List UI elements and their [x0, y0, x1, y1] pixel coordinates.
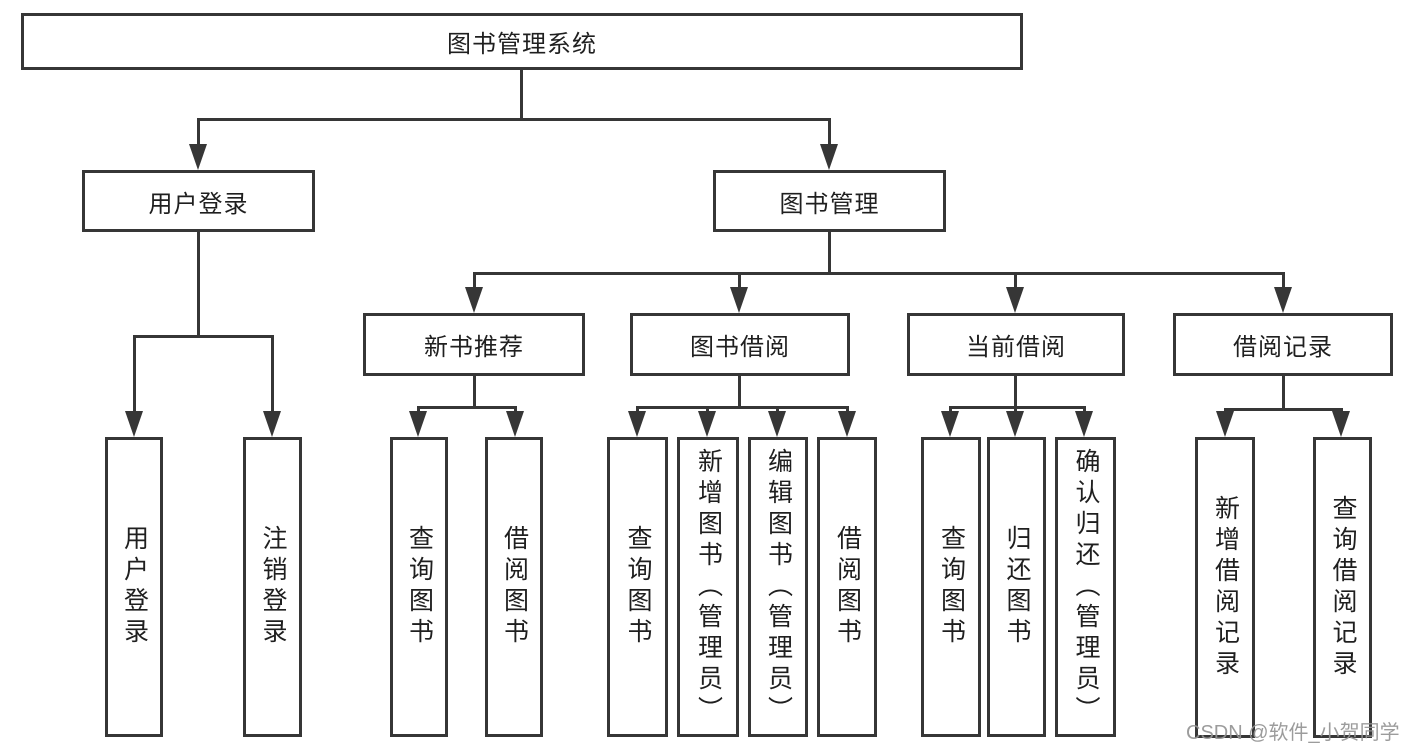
arrow-down-icon [1274, 287, 1292, 313]
connector-new-book-rec-bar [417, 406, 517, 409]
arrow-down-icon [838, 411, 856, 437]
node-book-borrow-label: 图书借阅 [690, 334, 790, 361]
connector-new-book-rec-trunk [473, 376, 476, 406]
node-user-login: 用户登录 [82, 170, 315, 232]
leaf-user-login-label: 用户登录 [120, 525, 149, 649]
connector-drop [706, 406, 709, 414]
arrow-down-icon [506, 411, 524, 437]
leaf-query-book-1-label: 查询图书 [405, 525, 434, 649]
leaf-return-book: 归还图书 [987, 437, 1046, 737]
leaf-logout: 注销登录 [243, 437, 302, 737]
connector-drop [636, 406, 639, 414]
connector-drop [776, 406, 779, 414]
node-root: 图书管理系统 [21, 13, 1023, 70]
node-borrow-records: 借阅记录 [1173, 313, 1393, 376]
connector-current-borrow-trunk [1014, 376, 1017, 406]
node-borrow-records-label: 借阅记录 [1233, 334, 1333, 361]
connector-root-trunk [520, 69, 523, 119]
connector-drop-leaf-login [133, 335, 136, 413]
leaf-borrow-book-1-label: 借阅图书 [500, 525, 529, 649]
connector-drop-book-borrow [738, 272, 741, 290]
node-user-login-label: 用户登录 [148, 190, 249, 218]
arrow-down-icon [1332, 411, 1350, 437]
node-new-book-rec-label: 新书推荐 [424, 334, 524, 361]
node-book-borrow: 图书借阅 [630, 313, 850, 376]
node-book-mgmt-label: 图书管理 [779, 190, 880, 218]
leaf-confirm-return: 确认归还（管理员） [1055, 437, 1116, 737]
arrow-down-icon [1006, 287, 1024, 313]
leaf-add-book: 新增图书（管理员） [677, 437, 739, 737]
arrow-down-icon [189, 144, 207, 170]
connector-user-login-trunk [197, 232, 200, 335]
leaf-user-login: 用户登录 [105, 437, 163, 737]
arrow-down-icon [628, 411, 646, 437]
arrow-down-icon [465, 287, 483, 313]
arrow-down-icon [409, 411, 427, 437]
connector-drop [846, 406, 849, 414]
connector-drop [949, 406, 952, 414]
arrow-down-icon [820, 144, 838, 170]
arrow-down-icon [768, 411, 786, 437]
connector-level3-bar [473, 272, 1285, 275]
leaf-query-book-2-label: 查询图书 [624, 525, 652, 649]
connector-book-mgmt-trunk [828, 232, 831, 272]
node-current-borrow-label: 当前借阅 [966, 334, 1066, 361]
arrow-down-icon [1006, 411, 1024, 437]
arrow-down-icon [730, 287, 748, 313]
connector-borrow-records-bar [1224, 408, 1343, 411]
leaf-add-record: 新增借阅记录 [1195, 437, 1255, 738]
leaf-edit-book: 编辑图书（管理员） [748, 437, 808, 737]
connector-drop [1014, 406, 1017, 414]
arrow-down-icon [263, 411, 281, 437]
leaf-query-book-1: 查询图书 [390, 437, 448, 737]
leaf-query-book-3: 查询图书 [921, 437, 981, 737]
connector-borrow-records-trunk [1282, 376, 1285, 408]
arrow-down-icon [125, 411, 143, 437]
connector-drop-book-mgmt [828, 118, 831, 148]
leaf-return-book-label: 归还图书 [1003, 525, 1031, 649]
leaf-logout-label: 注销登录 [259, 525, 287, 649]
arrow-down-icon [1075, 411, 1093, 437]
leaf-edit-book-label: 编辑图书（管理员） [764, 447, 793, 727]
connector-book-borrow-trunk [738, 376, 741, 406]
connector-drop [514, 406, 517, 414]
node-new-book-rec: 新书推荐 [363, 313, 585, 376]
arrow-down-icon [1216, 411, 1234, 437]
leaf-query-record-label: 查询借阅记录 [1329, 494, 1357, 681]
arrow-down-icon [941, 411, 959, 437]
connector-level2-bar [197, 118, 831, 121]
leaf-query-record: 查询借阅记录 [1313, 437, 1372, 738]
connector-drop-new-book-rec [473, 272, 476, 290]
leaf-add-record-label: 新增借阅记录 [1211, 494, 1240, 681]
connector-drop-borrow-records [1282, 272, 1285, 290]
leaf-borrow-book-1: 借阅图书 [485, 437, 543, 737]
leaf-query-book-2: 查询图书 [607, 437, 668, 737]
connector-drop-user-login [197, 118, 200, 148]
leaf-add-book-label: 新增图书（管理员） [694, 447, 723, 727]
connector-current-borrow-bar [949, 406, 1086, 409]
csdn-watermark: CSDN @软件_小贺同学 [1186, 722, 1400, 744]
arrow-down-icon [698, 411, 716, 437]
connector-book-borrow-bar [636, 406, 849, 409]
leaf-borrow-book-2-label: 借阅图书 [833, 525, 862, 649]
connector-user-login-bar [133, 335, 274, 338]
node-current-borrow: 当前借阅 [907, 313, 1125, 376]
connector-drop-current-borrow [1014, 272, 1017, 290]
connector-drop-leaf-logout [271, 335, 274, 413]
leaf-confirm-return-label: 确认归还（管理员） [1072, 447, 1100, 727]
connector-drop [1083, 406, 1086, 414]
leaf-query-book-3-label: 查询图书 [937, 525, 966, 649]
node-root-label: 图书管理系统 [447, 31, 597, 58]
leaf-borrow-book-2: 借阅图书 [817, 437, 877, 737]
connector-drop [417, 406, 420, 414]
node-book-mgmt: 图书管理 [713, 170, 946, 232]
